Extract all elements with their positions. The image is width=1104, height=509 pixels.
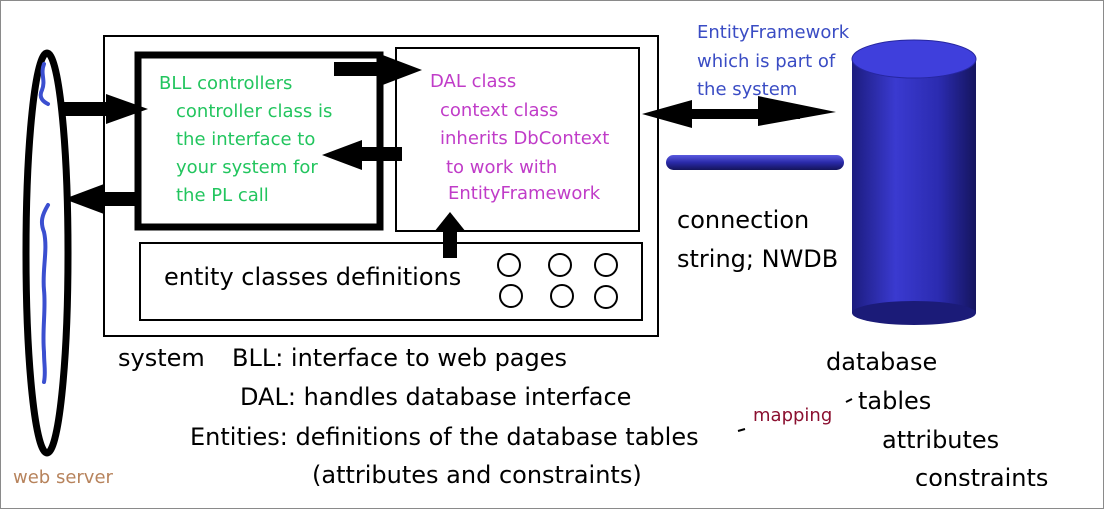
entity-box [139,242,643,321]
bll-box [134,51,384,231]
connection-label-1: connection [677,206,810,234]
mapping-ticks [737,398,853,432]
dal-box [395,47,640,232]
dal-line-4: EntityFramework [448,183,601,204]
ef-note-line-3: the system [697,79,798,100]
note-bll: BLL: interface to web pages [232,344,568,372]
connection-tube [666,155,844,170]
connection-label-2: string; NWDB [677,245,839,273]
db-list-tables: tables [858,387,932,415]
db-list-database: database [826,348,938,376]
entity-box-label: entity classes definitions [164,263,462,291]
system-label: system [118,344,205,372]
dal-title: DAL class [430,71,517,92]
bll-line-4: the PL call [176,185,269,206]
bll-line-3: your system for [176,157,318,178]
pen-scribble-bottom [39,203,50,384]
db-list-attributes: attributes [882,426,1000,454]
web-server-label: web server [13,467,113,488]
dal-line-3: to work with [446,157,558,178]
database-cylinder [851,39,977,325]
bll-title: BLL controllers [159,73,293,94]
note-dal: DAL: handles database interface [240,383,632,411]
note-entities: Entities: definitions of the database ta… [190,423,699,451]
note-attributes: (attributes and constraints) [312,461,642,489]
bll-line-2: the interface to [176,129,316,150]
ef-note-line-1: EntityFramework [697,22,850,43]
flow-arrows [60,54,836,258]
entity-circles [497,253,618,309]
dal-line-1: context class [440,100,559,121]
db-list-constraints: constraints [915,466,1049,486]
dal-line-2: inherits DbContext [440,130,610,148]
ef-note-line-2: which is part of [697,51,836,72]
web-server-ellipse [22,49,72,457]
mapping-label: mapping [753,405,833,426]
pen-scribble-top [38,62,50,106]
bll-line-1: controller class is [176,101,333,122]
